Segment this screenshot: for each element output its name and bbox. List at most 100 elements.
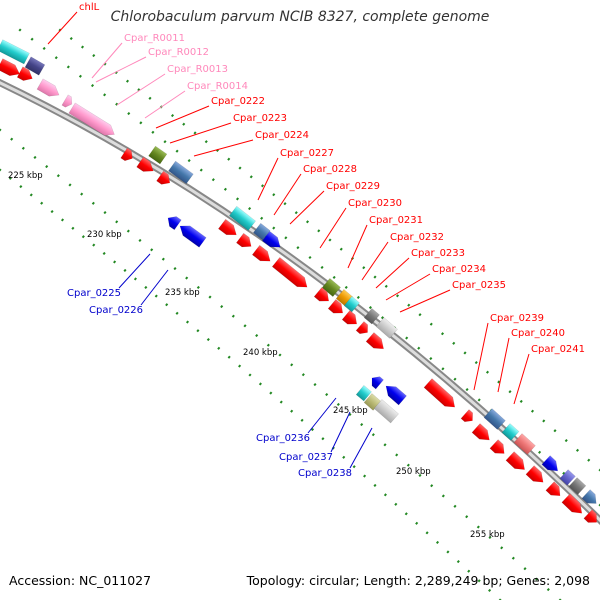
gene-label-cpar-r0013[interactable]: Cpar_R0013 <box>167 64 228 75</box>
gene-feature[interactable] <box>120 147 136 164</box>
scale-dot <box>29 193 33 197</box>
gene-feature[interactable] <box>581 489 600 508</box>
gene-feature[interactable] <box>156 170 174 188</box>
gene-feature[interactable] <box>165 213 182 231</box>
gene-label-cpar-r0014[interactable]: Cpar_R0014 <box>187 81 248 92</box>
gene-rRNA[interactable] <box>61 94 75 109</box>
gene-feature[interactable] <box>525 465 547 487</box>
gene-feature[interactable] <box>568 477 587 495</box>
scale-dot <box>279 400 283 404</box>
gene-label-cpar-0222[interactable]: Cpar_0222 <box>211 96 265 107</box>
scale-dot <box>113 260 117 264</box>
scale-dot <box>8 176 12 180</box>
gene-feature[interactable] <box>355 321 371 337</box>
gene-feature[interactable] <box>365 332 387 353</box>
scale-dot <box>92 53 96 58</box>
scale-dot <box>395 294 400 298</box>
gene-label-cpar-0235[interactable]: Cpar_0235 <box>452 280 506 291</box>
gene-feature[interactable] <box>489 439 508 458</box>
gene-feature[interactable] <box>218 218 240 239</box>
gene-label-cpar-0233[interactable]: Cpar_0233 <box>411 248 465 259</box>
gene-feature[interactable] <box>327 299 346 317</box>
gene-label-cpar-0241[interactable]: Cpar_0241 <box>531 344 585 355</box>
gene-label-cpar-0228[interactable]: Cpar_0228 <box>303 164 357 175</box>
scale-dot <box>368 305 372 310</box>
scale-dot <box>430 484 434 488</box>
gene-feature[interactable] <box>341 310 360 328</box>
scale-tick-label: 245 kbp <box>333 406 368 416</box>
gene-rRNA[interactable] <box>68 102 118 140</box>
gene-label-cpar-0225[interactable]: Cpar_0225 <box>67 288 121 299</box>
gene-feature[interactable] <box>513 433 536 455</box>
scale-dot <box>243 324 247 328</box>
scale-dot <box>69 36 73 41</box>
gene-feature[interactable] <box>251 244 274 266</box>
gene-feature[interactable] <box>148 145 168 165</box>
scale-dot <box>92 243 96 247</box>
gene-label-cpar-0237[interactable]: Cpar_0237 <box>279 452 333 463</box>
gene-feature[interactable] <box>375 317 398 339</box>
gene-feature[interactable] <box>24 56 46 76</box>
gene-feature[interactable] <box>501 423 520 441</box>
gene-feature[interactable] <box>321 278 341 297</box>
gene-feature[interactable] <box>16 66 35 84</box>
gene-label-cpar-0231[interactable]: Cpar_0231 <box>369 215 423 226</box>
gene-feature[interactable] <box>168 160 194 185</box>
gene-label-cpar-0229[interactable]: Cpar_0229 <box>326 181 380 192</box>
gene-feature[interactable] <box>363 308 380 325</box>
gene-feature[interactable] <box>583 509 600 527</box>
scale-dot <box>429 322 433 326</box>
gene-feature[interactable] <box>559 469 576 486</box>
gene-feature[interactable] <box>373 399 399 424</box>
gene-feature[interactable] <box>368 373 384 390</box>
gene-label-cpar-0226[interactable]: Cpar_0226 <box>89 305 143 316</box>
scale-dot <box>404 512 408 516</box>
gene-label-cpar-0238[interactable]: Cpar_0238 <box>298 468 352 479</box>
gene-feature[interactable] <box>505 451 529 474</box>
gene-label-cpar-r0012[interactable]: Cpar_R0012 <box>148 47 209 58</box>
scale-dot <box>383 443 387 447</box>
scale-dot <box>575 448 580 452</box>
gene-feature[interactable] <box>343 296 360 313</box>
gene-feature[interactable] <box>236 232 254 251</box>
gene-label-chll[interactable]: chlL <box>79 2 100 13</box>
gene-label-cpar-0227[interactable]: Cpar_0227 <box>280 148 334 159</box>
scale-tick-label: 225 kbp <box>8 171 43 181</box>
gene-label-cpar-0240[interactable]: Cpar_0240 <box>511 328 565 339</box>
scale-dot <box>296 246 300 250</box>
gene-label-cpar-0232[interactable]: Cpar_0232 <box>390 232 444 243</box>
gene-label-cpar-0223[interactable]: Cpar_0223 <box>233 113 287 124</box>
gene-feature[interactable] <box>0 58 22 80</box>
gene-feature[interactable] <box>313 287 332 305</box>
gene-feature[interactable] <box>561 493 586 518</box>
gene-feature[interactable] <box>261 230 284 252</box>
gene-label-cpar-r0011[interactable]: Cpar_R0011 <box>124 33 185 44</box>
gene-feature[interactable] <box>176 221 207 248</box>
gene-feature[interactable] <box>545 481 564 500</box>
gene-label-cpar-0230[interactable]: Cpar_0230 <box>348 198 402 209</box>
gene-label-cpar-0239[interactable]: Cpar_0239 <box>490 313 544 324</box>
gene-feature[interactable] <box>382 381 407 406</box>
gene-feature[interactable] <box>423 378 459 412</box>
gene-label-cpar-0224[interactable]: Cpar_0224 <box>255 130 309 141</box>
gene-feature[interactable] <box>355 385 372 402</box>
scale-dot <box>546 587 550 592</box>
scale-dot <box>66 65 70 69</box>
label-leader-line <box>144 90 186 119</box>
gene-feature[interactable] <box>471 423 493 445</box>
gene-feature[interactable] <box>252 222 271 241</box>
gene-feature[interactable] <box>228 205 256 231</box>
label-leader-line <box>289 190 325 225</box>
gene-feature[interactable] <box>136 156 157 176</box>
scale-dot <box>19 185 23 189</box>
gene-label-cpar-0234[interactable]: Cpar_0234 <box>432 264 486 275</box>
gene-feature[interactable] <box>460 409 476 426</box>
gene-label-cpar-0236[interactable]: Cpar_0236 <box>256 433 310 444</box>
gene-rRNA[interactable] <box>36 78 62 100</box>
gene-feature[interactable] <box>483 408 506 430</box>
gene-feature[interactable] <box>271 256 311 291</box>
gene-chlL[interactable] <box>0 39 30 65</box>
gene-feature[interactable] <box>541 455 562 476</box>
scale-dot <box>405 336 409 340</box>
scale-dot <box>418 473 422 477</box>
